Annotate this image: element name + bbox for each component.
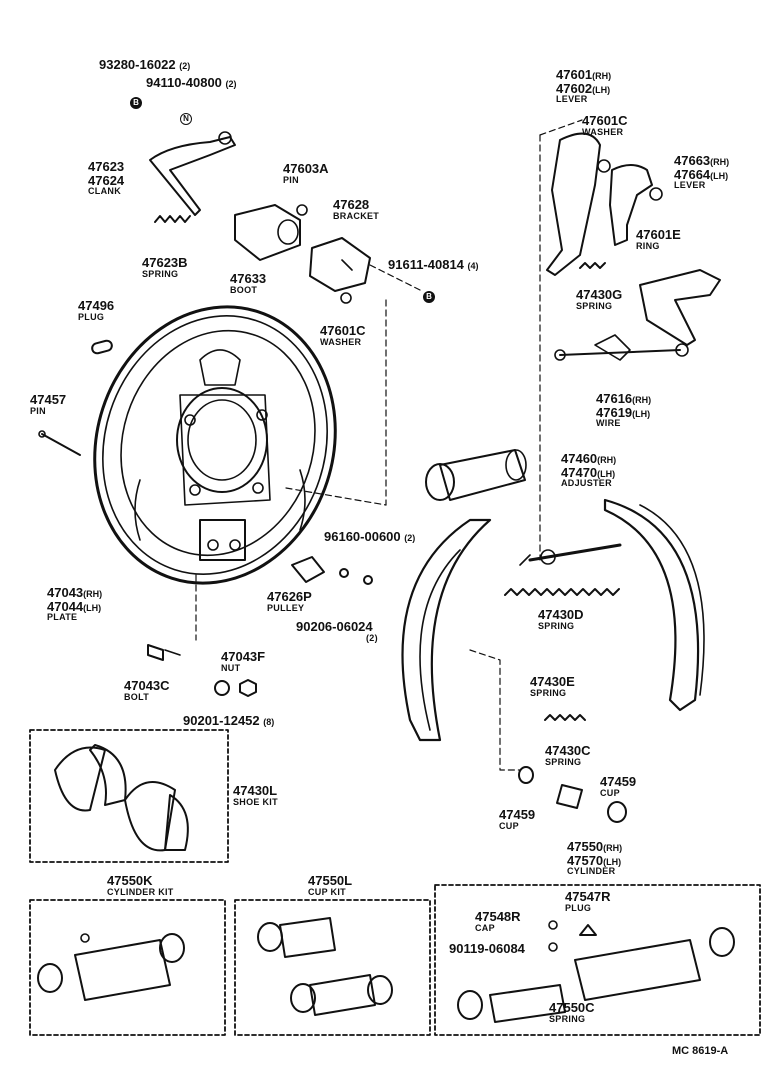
- diagram-code: MC 8619-A: [672, 1045, 729, 1057]
- boot-drawing: [234, 204, 301, 261]
- ring-drawing: [649, 187, 663, 201]
- bolt-drawing: [147, 644, 164, 661]
- part-label: 47616(RH) 47619(LH) WIRE: [596, 391, 652, 429]
- cup-kit-box: [234, 899, 431, 1036]
- washer-small-drawing: [214, 680, 230, 696]
- pin-small-drawing: [296, 204, 308, 216]
- spring-e-drawing: [544, 714, 586, 721]
- marker-n-1: N: [180, 113, 192, 125]
- clank-drawing: [149, 131, 236, 216]
- spring-drawing: [154, 215, 191, 223]
- backing-plate-drawing: [93, 305, 337, 585]
- cup-right-drawing: [607, 801, 627, 823]
- part-label: 47601(RH) 47602(LH) LEVER: [556, 67, 612, 105]
- part-label: 93280-16022 (2): [99, 57, 191, 72]
- part-label: 91611-40814 (4): [388, 257, 479, 272]
- marker-b-1: B: [130, 97, 142, 109]
- bracket-drawing: [309, 237, 371, 292]
- adjuster-drawing: [519, 543, 622, 566]
- part-label: 90201-12452 (8): [183, 713, 275, 728]
- pin-drawing: [41, 433, 81, 456]
- lever-drawing: [546, 132, 601, 276]
- part-label: 90206-06024(2): [296, 619, 378, 643]
- part-label: 94110-40800 (2): [146, 75, 237, 90]
- spring-g-drawing: [579, 262, 606, 269]
- cup-left-drawing: [518, 766, 534, 784]
- wire-drawing: [554, 334, 689, 361]
- brake-shoes-drawing: [401, 498, 705, 742]
- marker-b-2: B: [423, 291, 435, 303]
- washer-drawing: [340, 292, 352, 304]
- part-label: 47623 47624 CLANK: [88, 159, 125, 197]
- part-label: 47550(RH) 47570(LH) CYLINDER: [567, 839, 623, 877]
- washer-right-drawing: [597, 159, 611, 173]
- nut-drawing: [239, 679, 257, 697]
- part-label: 96160-00600 (2): [324, 529, 416, 544]
- part-label: 47663(RH) 47664(LH) LEVER: [674, 153, 730, 191]
- wheel-cylinder-drawing: [425, 449, 527, 501]
- leader-lines: [195, 119, 583, 771]
- part-label: 47460(RH) 47470(LH) ADJUSTER: [561, 451, 617, 489]
- part-label: 90119-06084: [449, 941, 525, 956]
- cylinder-kit-box: [29, 899, 226, 1036]
- cylinder-box: [434, 884, 761, 1036]
- shoe-kit-box: [29, 729, 229, 863]
- spring-d-drawing: [504, 588, 620, 596]
- pulley-drawing: [291, 556, 325, 583]
- part-label: 47043(RH) 47044(LH) PLATE: [47, 585, 103, 623]
- strut-plate-drawing: [639, 269, 721, 346]
- spring-c-drawing: [556, 784, 583, 809]
- plug-drawing: [91, 339, 113, 355]
- lever-2-drawing: [609, 164, 653, 246]
